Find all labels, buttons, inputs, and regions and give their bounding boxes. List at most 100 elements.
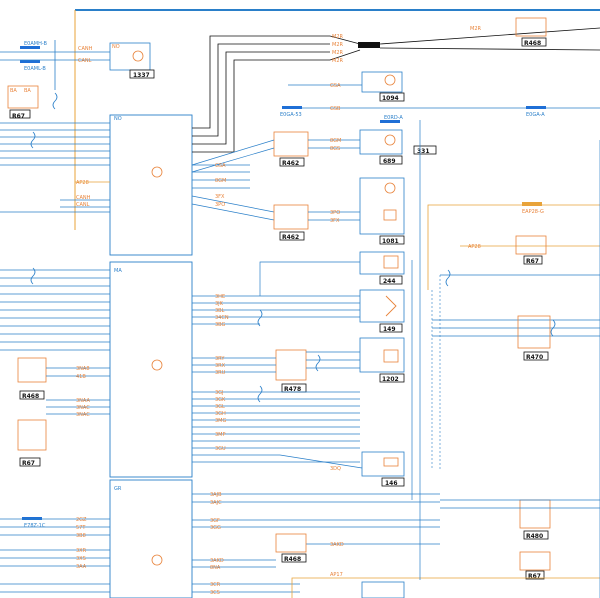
wire-label: 8GS xyxy=(330,146,340,152)
wire-label: 3AKD xyxy=(330,542,344,548)
wire-label: 8NA xyxy=(210,565,221,571)
component-1094: E0GA-53 E0GA-A GSA GSB 1094 xyxy=(280,71,600,118)
component-149: 149 xyxy=(359,289,405,333)
wire-label: 3RX xyxy=(215,363,226,369)
wire-label: 3XR xyxy=(76,548,87,554)
component-689: E0RD-A 689 331 xyxy=(359,115,437,165)
wire-label: 3GK xyxy=(215,397,226,403)
wire-label: CANL xyxy=(76,202,90,208)
wire-label: 3XS xyxy=(76,556,86,562)
wire-label: 8GM xyxy=(330,138,341,144)
relay-r468-top: R468 xyxy=(515,17,547,47)
wire-label: CANL xyxy=(78,58,92,64)
wire-label: 3CR xyxy=(210,582,221,588)
relay-r468-lower: R468 xyxy=(275,533,307,563)
component-146: 3DQ 146 xyxy=(279,451,405,487)
relay-r67-top: BA BA R67 xyxy=(7,85,39,120)
ecu-symbol xyxy=(151,554,163,566)
component-code: 1202 xyxy=(382,376,399,383)
wire-label: 3NAC xyxy=(76,412,90,418)
fuse-e0amh xyxy=(20,46,40,49)
component-code: 1337 xyxy=(133,72,150,79)
twist-markers xyxy=(30,92,556,403)
component-1081: 1081 xyxy=(359,177,405,245)
wire-label: 3GG xyxy=(210,525,221,531)
wire-label: 3RY xyxy=(215,356,225,362)
ecu-left-wires-upper xyxy=(0,122,110,213)
wire-label: 3GH xyxy=(215,411,226,417)
relay-r67-lower: 3NAA 3NAC 3NAC R67 xyxy=(17,398,110,467)
ap17-orange: AP17 xyxy=(291,572,600,598)
wire-label: M2R xyxy=(470,26,481,32)
wire-label: 3RU xyxy=(215,370,226,376)
wire-label: 3CS xyxy=(210,590,220,596)
wire-label: 3MP xyxy=(215,432,226,438)
wire-label: 3B8 xyxy=(76,533,86,539)
svg-text:BA: BA xyxy=(24,88,31,94)
connector-label: MA xyxy=(114,268,122,274)
component-code: R67 xyxy=(528,573,541,580)
can-connector-group: E0AMH-B E0AML-B CANH CANL NO 1337 xyxy=(0,40,155,90)
component-1202: 1202 xyxy=(359,337,405,383)
wire-label: M2R xyxy=(332,58,343,64)
bus-black xyxy=(192,27,600,153)
fuse-label: E78Z-1C xyxy=(24,523,46,529)
splice-black xyxy=(358,42,380,48)
wire-label: 3DQ xyxy=(330,466,341,472)
wire-label: 3NAC xyxy=(76,405,90,411)
wire-label: 3JK xyxy=(215,301,224,307)
ecu-left-wires-lower xyxy=(0,518,110,593)
wire-label: 3GU xyxy=(215,446,226,452)
wire-label: 3FX xyxy=(215,194,225,200)
wire-label: AP17 xyxy=(330,572,343,578)
fuse-label: E0AML-B xyxy=(24,66,46,72)
ecu-block-lower xyxy=(109,479,193,598)
wire-label: 3HE xyxy=(215,294,225,300)
component-code: R478 xyxy=(284,386,301,393)
relay-r470: R470 xyxy=(431,274,600,470)
relay-r480: R480 xyxy=(440,499,600,540)
component-code: 149 xyxy=(383,326,396,333)
wire-label: 3GJ xyxy=(215,390,224,396)
relay-r478: 3RY 3RX 3RU R478 xyxy=(192,349,360,393)
component-code: R67 xyxy=(12,113,25,120)
wire-label: M2R xyxy=(332,34,343,40)
component-code: R67 xyxy=(22,460,35,467)
fuse-e78z xyxy=(22,517,42,520)
wire-label: CANH xyxy=(78,46,93,52)
vertical-rails xyxy=(411,120,600,598)
wire-label: 3MG xyxy=(215,418,226,424)
relay-r462-upper: 8GM 8GS R462 xyxy=(191,131,360,173)
wire-label: 3AJC xyxy=(210,500,222,506)
ecu-right-wires-middle xyxy=(192,295,360,325)
component-code: R462 xyxy=(282,160,299,167)
ecu-right-wires-upper xyxy=(191,164,275,221)
component-code: R468 xyxy=(284,556,301,563)
fuse-label: EAP28-G xyxy=(522,209,544,215)
component-code: 244 xyxy=(383,278,396,285)
connector-label: GR xyxy=(114,486,122,492)
ecu-right-wires-lower xyxy=(192,391,360,463)
wire-label: CANH xyxy=(76,195,91,201)
connector-label: NO xyxy=(112,44,120,50)
wire-label: M2R xyxy=(332,42,343,48)
fuse-label: E0GA-A xyxy=(526,112,545,118)
connector-label: NO xyxy=(114,116,122,122)
wire-label: 3PO xyxy=(215,202,225,208)
wire-label: 3FX xyxy=(330,218,340,224)
wire-label: AP28 xyxy=(76,180,89,186)
code-box xyxy=(129,69,155,79)
module-symbol xyxy=(132,50,144,62)
wire-label: 3PO xyxy=(330,210,340,216)
wire-label: 3NA8 xyxy=(76,366,90,372)
wire-label: 2GZ xyxy=(76,517,87,523)
ap28-orange: EAP28-G AP28 R67 xyxy=(427,202,600,290)
wire-label: 3BL xyxy=(215,308,225,314)
component-code: R470 xyxy=(526,354,543,361)
ecu-block-middle xyxy=(109,261,193,478)
ecu-left-wires-middle xyxy=(0,269,110,351)
fuse-label: E0GA-53 xyxy=(280,112,302,118)
component-code: 689 xyxy=(383,158,396,165)
wire-label: 41B xyxy=(76,374,86,380)
